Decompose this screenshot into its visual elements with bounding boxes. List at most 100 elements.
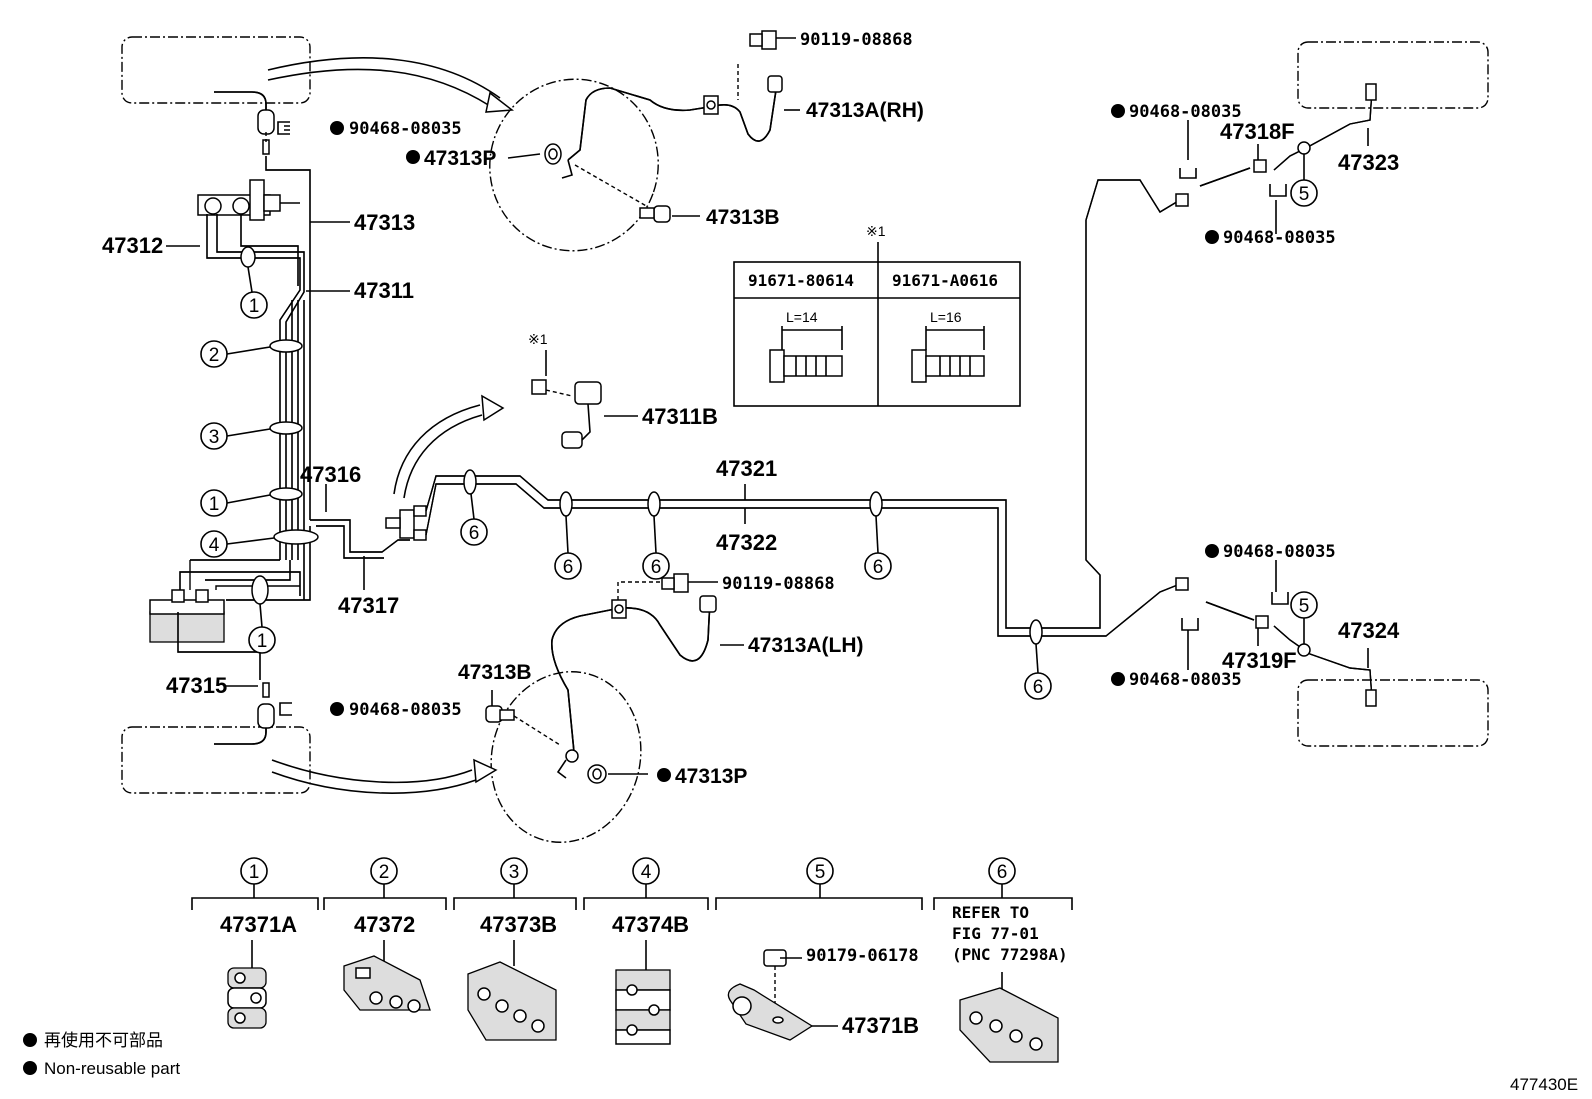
bolt-icon — [769, 349, 843, 383]
part-number-label: 47313B — [706, 206, 780, 229]
arrow-icon-middle — [393, 394, 505, 499]
arrow-icon-top-left — [267, 57, 515, 113]
union-bolt-icon-top — [749, 30, 796, 50]
clamp-marker — [869, 491, 883, 517]
bolt-icon-top — [639, 205, 671, 223]
callout-6: 6 — [460, 518, 488, 546]
rear-brake-pipes — [425, 179, 1181, 637]
clamp-47371a-icon — [227, 940, 267, 1029]
legend-callout-5: 5 — [806, 857, 834, 885]
legend-ref-line3: (PNC 77298A) — [952, 945, 1068, 964]
part-number-label: 47313P — [675, 765, 747, 788]
callout-6: 6 — [642, 552, 670, 580]
legend-ref-line1: REFER TO — [952, 903, 1029, 922]
legend-pn-2: 47372 — [354, 912, 415, 937]
part-number-label: 90119-08868 — [722, 574, 835, 594]
part-number-label: 90468-08035 — [1223, 542, 1336, 562]
callout-1: 1 — [200, 489, 228, 517]
clamp-47373b-icon — [467, 940, 557, 1041]
brake-pipe-junction — [197, 179, 300, 221]
svg-text:4: 4 — [209, 535, 220, 556]
part-number-label: 47322 — [716, 530, 777, 555]
clip-icon-bottom-left — [279, 702, 292, 716]
bolt-length-1: L=14 — [786, 309, 818, 325]
part-number-label: 47323 — [1338, 150, 1399, 175]
svg-text:3: 3 — [509, 862, 520, 883]
lh-caliper-detail-ellipse — [490, 671, 642, 843]
callout-4: 4 — [200, 530, 228, 558]
part-number-label: 47318F — [1220, 119, 1295, 144]
rear-right-area-box — [1297, 41, 1489, 109]
front-left-area-box — [121, 726, 311, 794]
legend-text-jp: 再使用不可部品 — [44, 1030, 163, 1050]
front-left-hose-elbow — [214, 682, 275, 745]
svg-text:6: 6 — [469, 523, 480, 544]
part-number-label: 90119-08868 — [800, 30, 913, 50]
non-reusable-dot — [1205, 230, 1219, 244]
svg-text:2: 2 — [379, 862, 390, 883]
bolt-table-col2-pn: 91671-A0616 — [892, 271, 998, 290]
svg-text:6: 6 — [1033, 677, 1044, 698]
non-reusable-dot — [1111, 104, 1125, 118]
part-number-label: 47313B — [458, 661, 532, 684]
front-right-hose-elbow — [214, 91, 275, 155]
bolt-icon-bottom — [485, 690, 561, 746]
legend-pn-5: 47371B — [842, 1013, 919, 1038]
non-reusable-dot — [657, 768, 671, 782]
callout-5: 5 — [1290, 179, 1318, 207]
clamp-marker — [273, 529, 319, 545]
clamp-marker — [269, 339, 303, 353]
part-number-label: 47316 — [300, 462, 361, 487]
rear-left-flex-hose — [1175, 577, 1377, 707]
svg-text:1: 1 — [249, 862, 260, 883]
part-number-label: 90468-08035 — [349, 700, 462, 720]
bolt-length-2: L=16 — [930, 309, 962, 325]
part-number-label: 47315 — [166, 673, 227, 698]
clip-icon-top-left — [277, 121, 290, 135]
clip-icon-rl1 — [1271, 592, 1289, 605]
svg-text:1: 1 — [249, 296, 260, 317]
lh-flexible-hose — [551, 581, 717, 753]
clamp-marker — [647, 491, 661, 517]
diagram-code: 477430E — [1510, 1075, 1578, 1094]
callout-1: 1 — [240, 291, 268, 319]
clip-icon-rr1 — [1179, 168, 1197, 179]
clamp-marker — [1029, 619, 1043, 645]
bracket-47311b — [531, 379, 602, 449]
part-number-label: 47311 — [354, 278, 414, 303]
svg-text:5: 5 — [815, 862, 826, 883]
bolt-icon — [911, 349, 985, 383]
svg-text:1: 1 — [209, 494, 220, 515]
legend-callout-2: 2 — [370, 857, 398, 885]
part-number-label: 47311B — [642, 404, 718, 429]
svg-text:4: 4 — [641, 862, 652, 883]
non-reusable-dot — [330, 121, 344, 135]
svg-text:3: 3 — [209, 427, 220, 448]
svg-text:1: 1 — [257, 631, 268, 652]
clamp-ref-icon — [959, 972, 1059, 1063]
clamp-marker — [269, 421, 303, 435]
arrow-icon-bottom-left — [271, 758, 498, 794]
caliper-bushing-icon-bottom — [556, 749, 607, 784]
part-number-label: 47317 — [338, 593, 399, 618]
legend-callout-6: 6 — [988, 857, 1016, 885]
svg-text:5: 5 — [1299, 184, 1310, 205]
union-bolt-icon-middle — [661, 573, 718, 593]
part-number-label: 47324 — [1338, 618, 1400, 643]
callout-6: 6 — [554, 552, 582, 580]
non-reusable-dot — [1111, 672, 1125, 686]
clip-icon-rr2 — [1269, 184, 1287, 197]
part-number-label: 90468-08035 — [1223, 228, 1336, 248]
callout-6: 6 — [864, 552, 892, 580]
clamp-47374b-icon — [615, 940, 671, 1045]
front-right-area-box — [121, 36, 311, 104]
legend-pn-3: 47373B — [480, 912, 557, 937]
callout-5: 5 — [1290, 591, 1318, 619]
three-way-joint — [385, 505, 427, 541]
legend-pn-1: 47371A — [220, 912, 297, 937]
clamp-marker — [251, 575, 269, 605]
main-pipe-bundle — [206, 156, 410, 600]
part-number-label: 47313A(LH) — [748, 634, 864, 657]
callout-3: 3 — [200, 422, 228, 450]
svg-text:2: 2 — [209, 345, 220, 366]
